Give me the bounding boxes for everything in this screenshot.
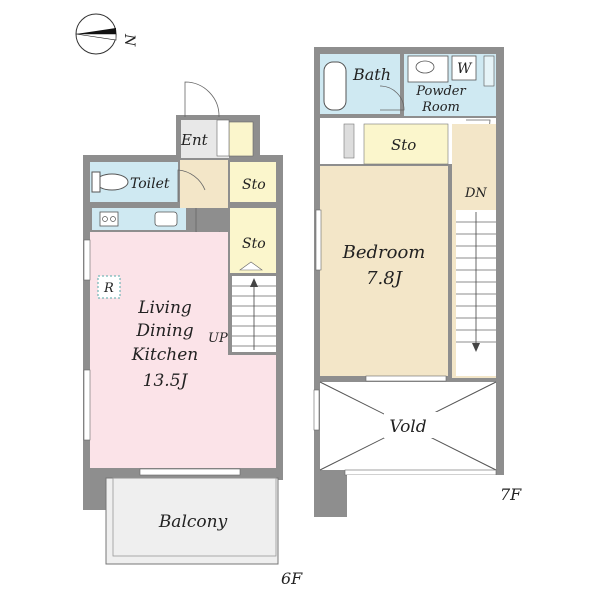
burner-icon xyxy=(102,216,108,222)
bathtub-icon xyxy=(323,61,347,111)
toilet-door-swing xyxy=(177,169,206,202)
storage-a-room xyxy=(230,162,276,202)
storage-b-room xyxy=(230,208,276,273)
bedroom-label: Bedroom xyxy=(342,242,426,263)
storage-7f xyxy=(363,123,449,165)
storage-7f-label: Sto xyxy=(391,136,416,154)
basin-icon xyxy=(415,60,435,74)
stair-up-arrow-icon xyxy=(250,278,258,287)
window-west-1 xyxy=(83,239,91,281)
sink-icon xyxy=(154,211,178,227)
toilet-tank-icon xyxy=(91,171,101,193)
floor-6f: Ent Toilet Sto Sto R Living Dining Kitch… xyxy=(83,81,303,588)
storage-b-label: Sto xyxy=(242,236,266,252)
floor-7f-label: 7F xyxy=(500,485,522,504)
bedroom-sliding-door xyxy=(365,375,447,382)
powder-shelf xyxy=(483,55,495,87)
floor-7f: Bath W Powder Room Sto Bedroom 7.8J DN xyxy=(313,47,522,517)
stair-winder xyxy=(239,261,263,271)
washer-space xyxy=(451,55,477,81)
ldk-label-dining: Dining xyxy=(135,321,193,341)
toilet-label: Toilet xyxy=(130,176,170,192)
shoe-storage xyxy=(228,121,254,157)
down-label: DN xyxy=(464,186,487,201)
balcony-label: Balcony xyxy=(158,512,228,532)
compass-arrow-half-icon xyxy=(75,33,117,41)
entrance-step xyxy=(216,119,230,157)
powder-label-2: Room xyxy=(421,100,460,115)
washer-label: W xyxy=(457,61,473,77)
refrigerator-space xyxy=(97,275,121,299)
hallway-floor xyxy=(180,160,228,208)
stove-icon xyxy=(99,211,119,227)
landing-post xyxy=(343,123,355,159)
7f-cutout xyxy=(347,475,504,517)
burner-icon xyxy=(110,216,116,222)
vanity xyxy=(407,55,449,83)
stair-landing-7f xyxy=(456,354,496,376)
bedroom-size-label: 7.8J xyxy=(366,268,404,289)
refrigerator-label: R xyxy=(103,281,114,296)
bedroom-window xyxy=(315,209,322,271)
window-west-2 xyxy=(83,369,91,441)
ldk-size-label: 13.5J xyxy=(143,371,189,391)
bedroom xyxy=(320,166,448,376)
void-label-bg xyxy=(384,412,440,438)
ldk-label-living: Living xyxy=(137,298,192,318)
balcony-inner xyxy=(112,477,277,557)
bath-label: Bath xyxy=(352,65,391,84)
bath-door-swing xyxy=(379,85,405,111)
void-label: Vold xyxy=(389,417,426,437)
stair-down-arrow-icon xyxy=(472,343,480,352)
balcony xyxy=(105,477,279,565)
void-south-window xyxy=(344,469,497,476)
storage-a-label: Sto xyxy=(242,177,266,193)
entrance-label: Ent xyxy=(180,131,209,149)
balcony-window xyxy=(139,468,241,476)
ldk-label-kitchen: Kitchen xyxy=(131,345,198,365)
void-window xyxy=(313,389,320,431)
powder-label-1: Powder xyxy=(415,84,466,99)
compass-north-label: N xyxy=(121,33,137,47)
toilet-bowl-icon xyxy=(95,173,129,191)
ldk-room xyxy=(90,232,276,468)
compass: N xyxy=(75,13,137,55)
up-label: UP xyxy=(208,331,228,346)
floor-6f-label: 6F xyxy=(281,569,303,588)
entrance-door-swing xyxy=(184,81,220,118)
